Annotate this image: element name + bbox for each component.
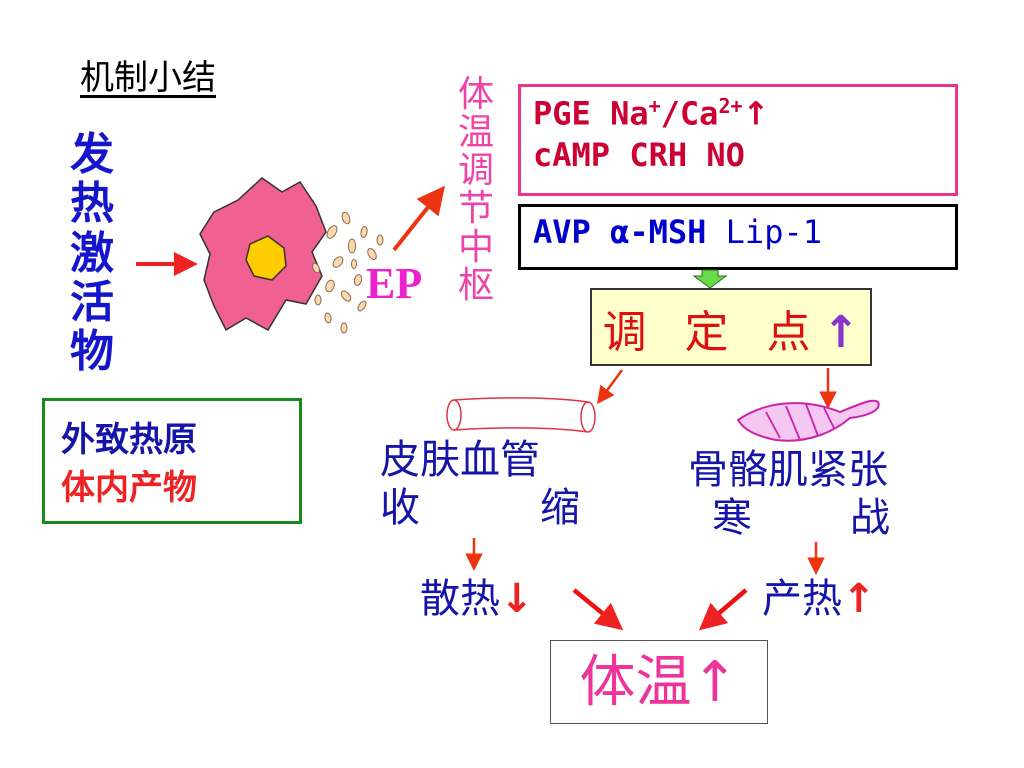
skeletal-muscle-line1: 骨骼肌紧张 (688, 447, 888, 493)
heat-gain-up-arrow: ↑ (842, 576, 876, 622)
skeletal-muscle-icon (736, 399, 880, 442)
skin-vessel-line2: 收 缩 (380, 484, 580, 532)
skeletal-muscle-label: 骨骼肌紧张 寒 战 (688, 446, 890, 542)
msh-label: α-MSH (610, 213, 707, 251)
particles-icon (312, 211, 384, 334)
heat-loss-down-arrow: ↓ (500, 576, 534, 622)
vessel-contract-right: 缩 (540, 485, 580, 531)
ep-label: EP (366, 259, 423, 308)
setpoint-to-vessel-arrow (597, 369, 624, 405)
heat-loss-text: 散热 (420, 576, 500, 622)
skin-vessel-label: 皮肤血管 收 缩 (380, 436, 580, 532)
body-temperature-box: 体温↑ (550, 640, 768, 724)
skin-vessel-line1: 皮肤血管 (380, 437, 540, 483)
ep-to-center-arrow (392, 185, 445, 252)
positive-mediators-line2: cAMP CRH NO (533, 136, 745, 175)
pyrogen-activator-label: 发热激活物 (70, 129, 114, 378)
endogenous-product-label: 体内产物 (61, 467, 197, 508)
muscle-shiver-right: 战 (850, 495, 890, 541)
set-point-label: 调 定 点 (602, 307, 823, 358)
green-down-arrow (692, 269, 728, 289)
positive-mediators-box: PGE Na+/Ca2+↑ cAMP CRH NO (518, 84, 958, 196)
pyrogen-source-box: 外致热原 体内产物 (42, 398, 302, 524)
thermoregulatory-center-label: 体温调节中枢 (457, 74, 494, 306)
blood-vessel-icon (446, 397, 596, 433)
cell-nucleus-icon (245, 235, 287, 281)
body-temperature-label: 体温 (579, 650, 692, 715)
heatloss-to-temp-arrow (572, 588, 624, 631)
slide-title: 机制小结 (80, 58, 216, 98)
muscle-shiver-left: 寒 (712, 495, 752, 541)
body-temperature-up-arrow: ↑ (691, 650, 739, 715)
exogenous-pyrogen-label: 外致热原 (61, 420, 197, 460)
vessel-contract-left: 收 (380, 485, 420, 531)
heatgain-to-temp-arrow (698, 588, 748, 631)
positive-mediators-line1: PGE Na+/Ca2+↑ (533, 94, 770, 133)
heat-gain-text: 产热 (762, 576, 842, 622)
set-point-up-arrow: ↑ (822, 307, 860, 358)
lip-label: Lip-1 (706, 213, 822, 251)
avp-label: AVP (533, 213, 611, 251)
negative-mediators-box: AVP α-MSH Lip-1 (518, 204, 958, 270)
skeletal-muscle-line2: 寒 战 (688, 494, 890, 542)
heat-loss-label: 散热↓ (420, 566, 534, 624)
set-point-box: 调 定 点↑ (590, 288, 872, 366)
heat-gain-label: 产热↑ (762, 566, 876, 624)
